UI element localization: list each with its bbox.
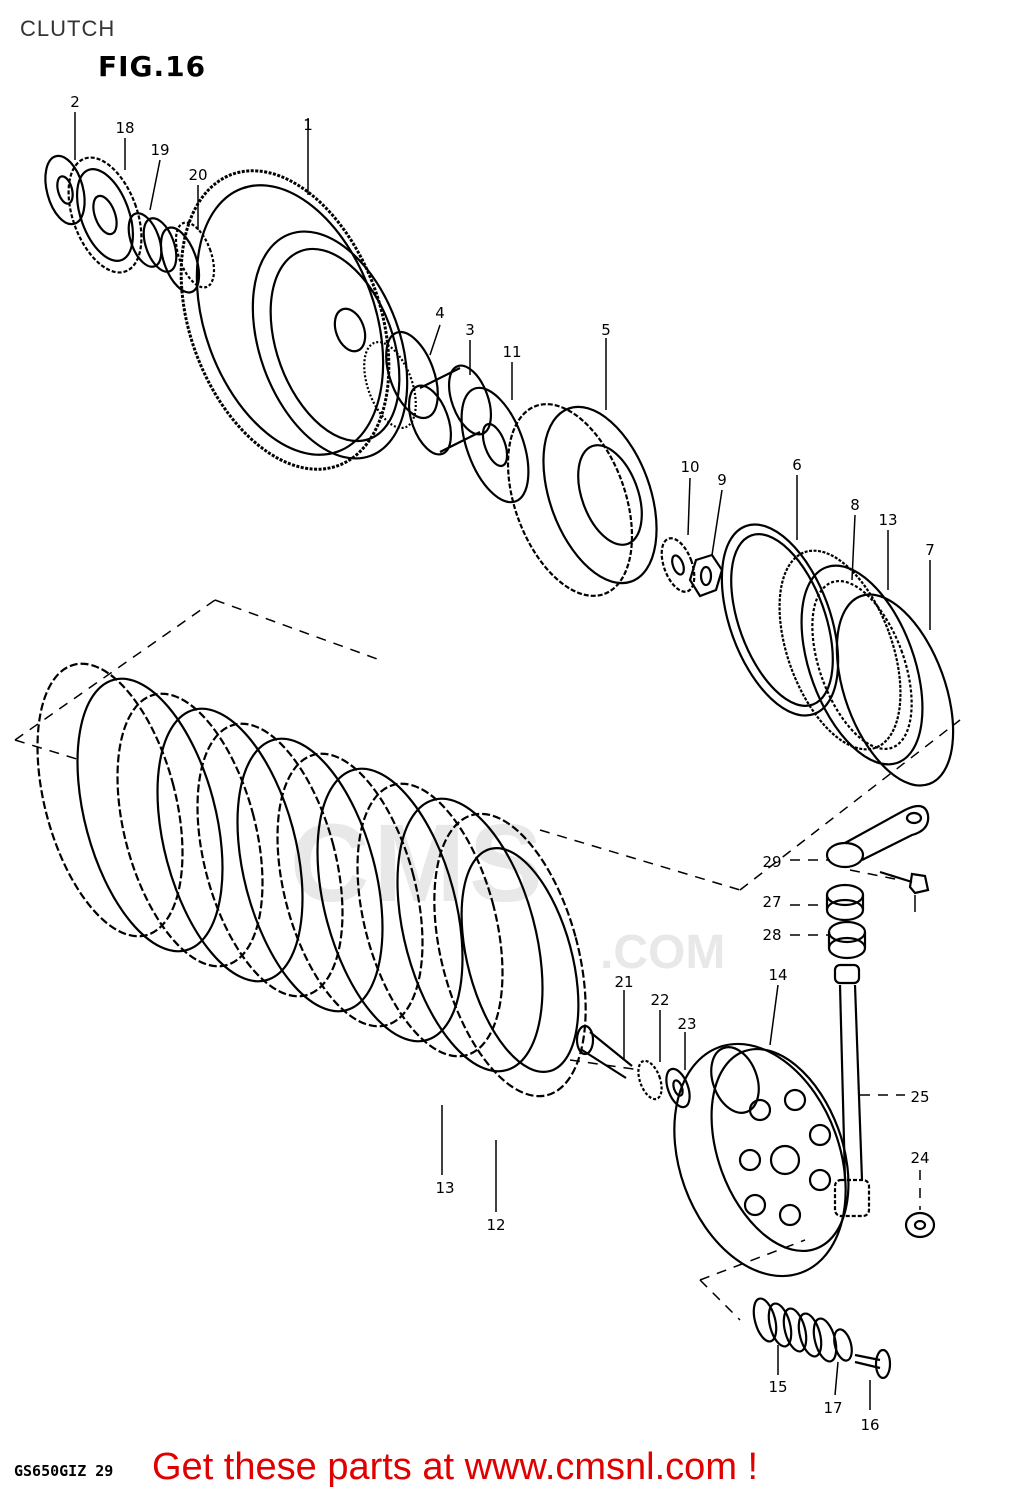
page-title: CLUTCH (20, 16, 116, 41)
part-number-label: 25 (910, 1088, 930, 1106)
part-number-label: 15 (768, 1378, 788, 1396)
part-number-label: 19 (150, 141, 170, 159)
part-number-label: 21 (614, 973, 634, 991)
part-number-label: 22 (650, 991, 670, 1009)
part-number-label: 17 (823, 1399, 843, 1417)
part-number-label: 10 (680, 458, 700, 476)
plate-part-8 (778, 549, 902, 751)
alignment-lines (14, 599, 961, 1321)
part-number-label: 12 (486, 1216, 506, 1234)
push-rod-part-25 (833, 963, 871, 1218)
part-number-label: 23 (677, 1015, 697, 1033)
leader-lines (74, 112, 931, 1410)
part-number-label: 9 (717, 471, 727, 489)
watermark-logo-text: CMS (290, 802, 547, 925)
pressure-plate-part-14 (673, 1042, 850, 1278)
lock-washer-part-10 (660, 537, 696, 593)
model-code: GS650GIZ 29 (14, 1462, 114, 1480)
washer-part-22 (637, 1059, 663, 1101)
clutch-housing-part-1 (179, 169, 409, 471)
figure-label: FIG.16 (98, 50, 207, 83)
washer-part-2 (44, 154, 86, 226)
bearing-part-27 (827, 920, 867, 960)
part-number-label: 27 (762, 893, 782, 911)
part-number-label: 8 (850, 496, 860, 514)
circlip-part-7 (835, 593, 955, 787)
oil-seal-part-26 (825, 883, 865, 922)
parts-shop-link[interactable]: Get these parts at www.cmsnl.com ! (152, 1446, 759, 1488)
part-number-label: 11 (502, 343, 522, 361)
release-arm-part-28 (825, 804, 930, 869)
washer-part-17 (833, 1328, 853, 1362)
bolt-part-29 (879, 870, 930, 895)
part-number-label: 24 (910, 1149, 930, 1167)
bearing-part-20 (159, 221, 216, 294)
part-number-label: 6 (792, 456, 802, 474)
spacer-part-19 (127, 212, 178, 273)
part-number-label: 20 (188, 166, 208, 184)
spring-part-15 (752, 1297, 838, 1363)
clutch-plate-stack (36, 662, 587, 1098)
part-number-label: 18 (115, 119, 135, 137)
clutch-hub-part-5 (506, 403, 658, 597)
part-number-label: 14 (768, 966, 788, 984)
part-number-label: 2 (70, 93, 80, 111)
part-number-label: 4 (435, 304, 445, 322)
part-number-label: 3 (465, 321, 475, 339)
part-number-label: 28 (762, 926, 782, 944)
part-number-label: 13 (435, 1179, 455, 1197)
plate-part-13-upper (800, 564, 924, 766)
pin-part-21 (575, 1024, 633, 1079)
washer-part-24 (904, 1211, 936, 1239)
thrust-washer-part-11 (460, 386, 530, 504)
watermark-sub-text: .COM (600, 926, 726, 979)
part-number-label: 7 (925, 541, 935, 559)
sprocket-part-18 (67, 156, 143, 274)
part-number-label: 16 (860, 1416, 880, 1434)
part-number-label: 1 (303, 116, 313, 134)
ring-part-6 (720, 523, 840, 717)
part-number-label: 5 (601, 321, 611, 339)
needle-bearing-part-4 (363, 330, 439, 430)
part-number-label: 29 (762, 853, 782, 871)
part-number-label: 13 (878, 511, 898, 529)
bolt-part-16 (854, 1348, 892, 1380)
